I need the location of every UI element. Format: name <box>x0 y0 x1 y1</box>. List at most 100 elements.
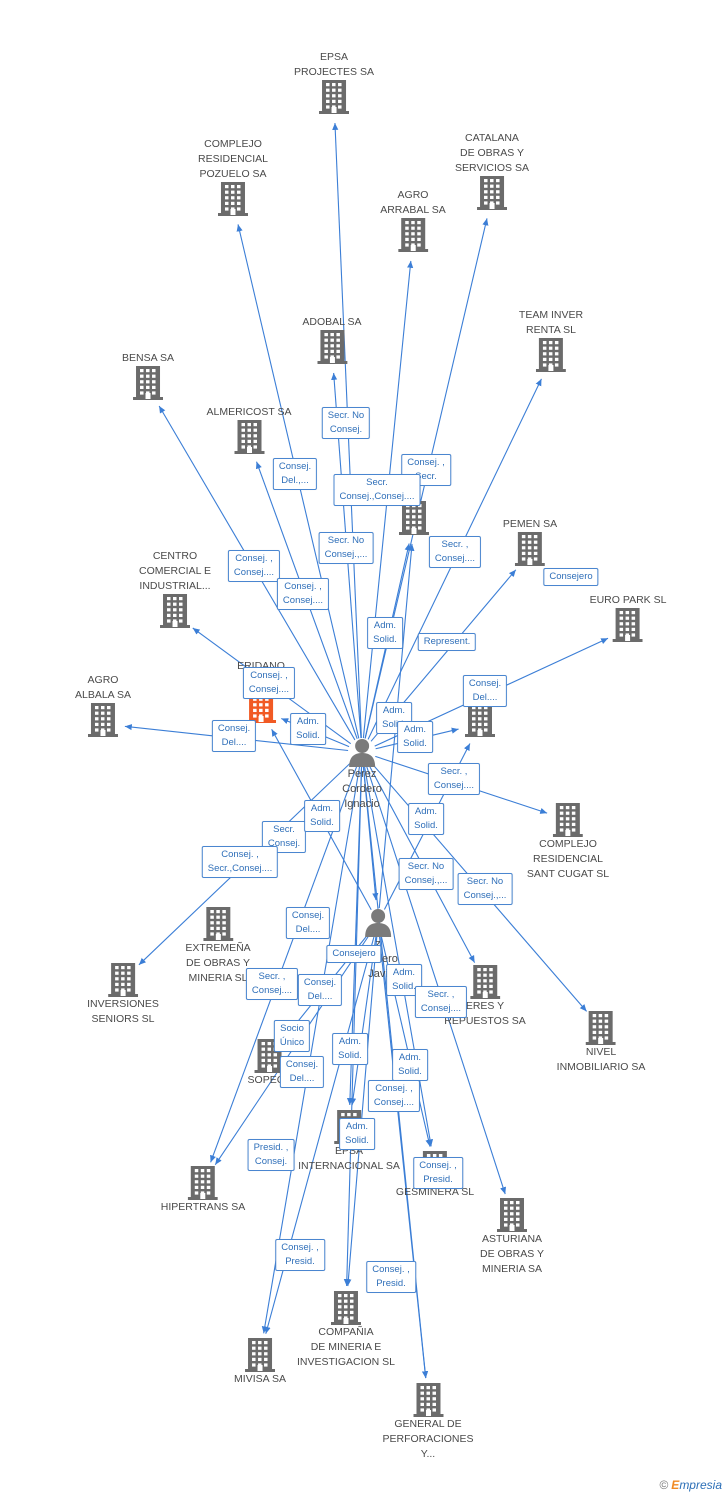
building-icon <box>514 532 545 566</box>
edge-role-label[interactable]: Adm. Solid. <box>397 721 433 753</box>
building-icon <box>319 80 349 114</box>
company-label: INVERSIONES SENIORS SL <box>87 998 159 1025</box>
building-icon <box>476 176 507 210</box>
edge-role-label[interactable]: Consej. , Presid. <box>366 1261 416 1293</box>
copyright-icon: © <box>659 1478 669 1492</box>
edge-role-label[interactable]: Adm. Solid. <box>367 617 403 649</box>
copyright-footer[interactable]: ©Empresia <box>659 1478 722 1492</box>
edge-role-label[interactable]: Consej. , Presid. <box>275 1239 325 1271</box>
building-icon <box>465 703 495 737</box>
edge-role-label[interactable]: Consejero <box>326 945 382 963</box>
company-node-inversiones_seniors[interactable]: INVERSIONES SENIORS SL <box>87 963 159 1027</box>
building-icon <box>536 338 566 372</box>
edge-role-label[interactable]: Consej. , Secr.,Consej.... <box>201 846 279 878</box>
company-node-nivel_inmobiliario[interactable]: NIVEL INMOBILIARIO SA <box>556 1011 646 1075</box>
person-node-p1[interactable]: Perez Cordero Ignacio <box>342 737 382 812</box>
edge-role-label[interactable]: Secr. , Consej.... <box>428 536 482 568</box>
edge-role-label[interactable]: Consej. Del.,... <box>272 458 318 490</box>
company-node-asturiana[interactable]: ASTURIANA DE OBRAS Y MINERIA SA <box>480 1198 544 1277</box>
edge-role-label[interactable]: Secr. No Consej.,... <box>398 858 454 890</box>
company-node-extremena[interactable]: EXTREMEÑA DE OBRAS Y MINERIA SL <box>185 907 251 986</box>
company-node-pemen[interactable]: PEMEN SA <box>503 517 557 566</box>
company-node-catalana[interactable]: CATALANA DE OBRAS Y SERVICIOS SA <box>455 131 529 210</box>
company-label: ADOBAL SA <box>302 316 362 328</box>
company-label: BENSA SA <box>122 352 174 364</box>
edge-role-label[interactable]: Secr. No Consej.,... <box>318 532 374 564</box>
edge-role-label[interactable]: Adm. Solid. <box>408 803 444 835</box>
edge-role-label[interactable]: Consejero <box>543 568 599 586</box>
company-node-hipertrans[interactable]: HIPERTRANS SA <box>161 1166 245 1215</box>
edge-role-label[interactable]: Adm. Solid. <box>386 964 422 996</box>
company-label: EXTREMEÑA DE OBRAS Y MINERIA SL <box>185 942 251 984</box>
company-node-complejo_sant_cugat[interactable]: COMPLEJO RESIDENCIAL SANT CUGAT SL <box>527 803 609 882</box>
edge-role-label[interactable]: Adm. Solid. <box>339 1118 375 1150</box>
company-node-mivisa[interactable]: MIVISA SA <box>234 1338 286 1387</box>
edge-role-label[interactable]: Adm. Solid. <box>376 702 412 734</box>
company-label: HIPERTRANS SA <box>160 1201 246 1213</box>
edge-p1-asturiana <box>365 765 507 1195</box>
edge-role-label[interactable]: Consej. , Consej.... <box>242 667 296 699</box>
edge-role-label[interactable]: Adm. Solid. <box>332 1033 368 1065</box>
company-node-general_perforaciones[interactable]: GENERAL DE PERFORACIONES Y... <box>382 1383 474 1462</box>
edge-p1-gesminera <box>363 765 434 1147</box>
edge-role-label[interactable]: Presid. , Consej. <box>247 1139 295 1171</box>
person-icon <box>349 739 375 767</box>
edge-role-label[interactable]: Secr. Consej. <box>261 821 307 853</box>
company-node-sopeco[interactable]: SOPECO <box>248 1039 292 1088</box>
brand-mark: E <box>671 1478 680 1492</box>
company-label: NIVEL INMOBILIARIO SA <box>556 1046 646 1073</box>
building-icon <box>245 1338 275 1372</box>
edge-role-label[interactable]: Consej. Del.... <box>211 720 257 752</box>
edge-role-label[interactable]: Adm. Solid. <box>392 1049 428 1081</box>
edge-role-label[interactable]: Secr. , Consej.... <box>245 968 299 1000</box>
edge-role-label[interactable]: Consej. , Consej.... <box>367 1080 421 1112</box>
edge-role-label[interactable]: Consej. , Presid. <box>413 1157 463 1189</box>
company-node-adobal[interactable]: ADOBAL SA <box>302 315 362 364</box>
building-icon <box>108 963 138 997</box>
company-label: TEAM INVER RENTA SL <box>518 309 584 336</box>
edge-role-label[interactable]: Socio Único <box>273 1020 311 1052</box>
edge-role-label[interactable]: Consej. Del.... <box>285 907 331 939</box>
edge-role-label[interactable]: Secr. No Consej. <box>321 407 371 439</box>
person-icon <box>365 909 391 937</box>
edge-role-label[interactable]: Consej. Del.... <box>462 675 508 707</box>
building-icon <box>398 218 428 252</box>
company-node-bensa[interactable]: BENSA SA <box>122 351 174 400</box>
company-node-compania_mineria[interactable]: COMPAÑIA DE MINERIA E INVESTIGACION SL <box>297 1291 395 1370</box>
building-icon <box>316 330 347 364</box>
building-icon <box>470 965 500 999</box>
edge-role-label[interactable]: Adm. Solid. <box>304 800 340 832</box>
building-icon <box>497 1198 527 1232</box>
company-label: EURO PARK SL <box>589 594 667 606</box>
company-node-agro_albala[interactable]: AGRO ALBALA SA <box>75 673 131 737</box>
building-icon <box>187 1166 218 1200</box>
edge-role-label[interactable]: Consej. , Consej.... <box>276 578 330 610</box>
building-icon <box>553 803 583 837</box>
company-node-talleres[interactable]: ERES Y REPUESTOS SA <box>444 965 526 1029</box>
edge-role-label[interactable]: Adm. Solid. <box>290 713 326 745</box>
company-node-centro_comercial[interactable]: CENTRO COMERCIAL E INDUSTRIAL... <box>139 549 211 628</box>
edge-role-label[interactable]: Consej. , Consej.... <box>227 550 281 582</box>
edge-role-label[interactable]: Secr. , Consej.... <box>414 986 468 1018</box>
company-label: AGRO ALBALA SA <box>74 674 132 701</box>
company-node-complejo_pozuelo[interactable]: COMPLEJO RESIDENCIAL POZUELO SA <box>198 137 268 216</box>
company-node-agro_arrabal[interactable]: AGRO ARRABAL SA <box>380 188 446 252</box>
edge-role-label[interactable]: Secr. , Consej.... <box>427 763 481 795</box>
edge-role-label[interactable]: Represent. <box>417 633 477 651</box>
company-label: PEMEN SA <box>502 518 558 530</box>
building-icon <box>87 703 118 737</box>
edge-role-label[interactable]: Consej. Del.... <box>279 1056 325 1088</box>
edge-role-label[interactable]: Consej. Del.... <box>297 974 343 1006</box>
building-icon <box>203 907 233 941</box>
building-icon <box>218 182 248 216</box>
edge-role-label[interactable]: Secr. No Consej.,... <box>457 873 513 905</box>
company-node-euro_park[interactable]: EURO PARK SL <box>589 593 667 642</box>
edge-p1-p2 <box>362 765 379 901</box>
company-label: EPSA PROJECTES SA <box>294 51 374 78</box>
edge-role-label[interactable]: Secr. Consej.,Consej.... <box>333 474 421 506</box>
company-node-epsa_projectes[interactable]: EPSA PROJECTES SA <box>294 50 374 114</box>
company-node-team_inver[interactable]: TEAM INVER RENTA SL <box>519 308 583 372</box>
company-node-almericost[interactable]: ALMERICOST SA <box>207 405 292 454</box>
company-label: MIVISA SA <box>234 1373 286 1385</box>
